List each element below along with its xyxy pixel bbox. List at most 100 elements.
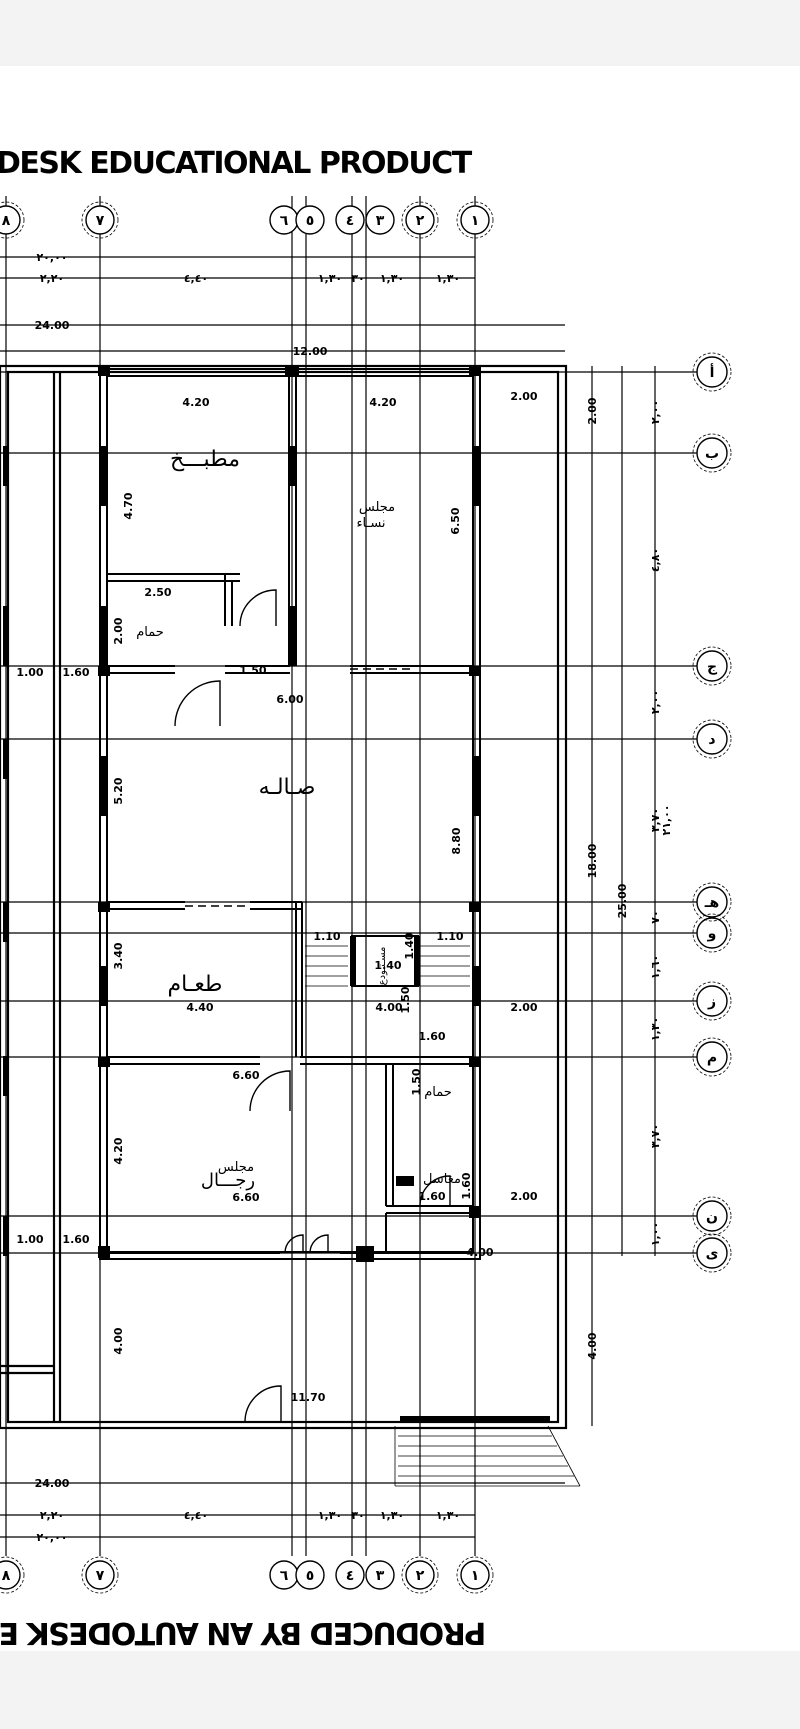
dim-right-3a: ٢,٠٠ [649,400,662,424]
grid-label-col-2-top: ٢ [416,213,425,229]
grid-label-col-3-top: ٣ [376,213,385,229]
inner-dim-20: 4.40 [186,1001,213,1014]
dim-right-1c: 4.00 [586,1332,599,1359]
grid-label-row-z: ز [707,994,716,1010]
grid-label-col-5-top: ٥ [306,213,315,229]
inner-dim-24: 6.60 [232,1069,259,1082]
grid-label-col-8-top: ٨ [2,213,11,229]
inner-dim-32: 1.60 [62,1233,89,1246]
grid-label-col-1-bottom: ١ [471,1568,480,1584]
inner-dim-23: 1.60 [418,1030,445,1043]
dim-top-seg-4: ٣٠ [351,272,364,285]
room-dining: طعـام [168,972,223,997]
dim-top-24: 24.00 [35,319,70,332]
dim-bottom-seg-2: ٤,٤٠ [184,1509,208,1522]
floor-plan: ٨ ٧ ٦ ٥ ٤ ٣ ٢ ١ ٨ ٧ ٦ ٥ ٤ ٣ ٢ ١ أ ب ج د … [0,196,732,1594]
room-sinks: مغاسل [423,1172,461,1187]
inner-dim-27: 6.60 [232,1191,259,1204]
educational-banner-top: DESK EDUCATIONAL PRODUCT [0,146,472,181]
room-bath-1: حمام [136,625,164,640]
grid-label-row-h: هـ [704,895,720,911]
dim-right-3h: ١,٣٠ [649,1017,662,1041]
grid-label-col-7-bottom: ٧ [96,1568,105,1584]
room-bath-2: حمام [424,1085,452,1100]
inner-dim-1: 4.20 [182,396,209,409]
inner-dim-19: 1.50 [399,986,412,1013]
grid-label-row-n: ن [706,1209,718,1225]
room-hall: صـالـه [259,775,316,800]
grid-label-row-a: أ [710,363,715,381]
inner-dim-26: 4.20 [112,1137,125,1164]
grid-label-col-2-bottom: ٢ [416,1568,425,1584]
inner-dim-21: 4.00 [375,1001,402,1014]
grid-label-row-j: ج [707,659,718,675]
dim-top-seg-3: ١,٣٠ [318,272,342,285]
grid-label-col-6-top: ٦ [280,213,289,229]
inner-dim-35: 11.70 [291,1391,326,1404]
room-women-majlis-line1: مجلس [359,500,395,515]
grid-label-col-4-top: ٤ [346,213,355,229]
dim-bottom-seg-5: ١,٣٠ [380,1509,404,1522]
inner-dim-3: 2.00 [510,390,537,403]
inner-dim-7: 2.00 [112,617,125,644]
grid-label-col-6-bottom: ٦ [280,1568,289,1584]
dim-top-total: ٢٠,٠٠ [36,251,67,264]
grid-label-row-m: م [707,1050,717,1066]
inner-dim-29: 1.60 [418,1190,445,1203]
inner-dim-15: 1.10 [313,930,340,943]
inner-dim-30: 2.00 [510,1190,537,1203]
grid-label-col-3-bottom: ٣ [376,1568,385,1584]
room-women-majlis-line2: نسـاء [356,516,385,531]
dim-top-seg-1: ٢,٢٠ [40,272,64,285]
grid-label-col-8-bottom: ٨ [2,1568,11,1584]
dim-bottom-seg-4: ٣٠ [351,1509,364,1522]
grid-label-row-w: و [707,926,717,942]
inner-dim-2: 4.20 [369,396,396,409]
inner-dim-33: 4.00 [466,1246,493,1259]
dim-bottom-24: 24.00 [35,1477,70,1490]
dim-right-3i: ٣,٧٠ [649,1124,662,1148]
grid-label-row-d: د [708,732,715,748]
grid-label-col-5-bottom: ٥ [306,1568,315,1584]
dim-right-3c: ٢,٠٠ [649,690,662,714]
inner-dim-18: 1.10 [436,930,463,943]
dim-right-3b: ٤,٨٠ [649,548,662,572]
room-men-majlis-line2: رجـــال [201,1170,255,1191]
inner-dim-9: 1.00 [16,666,43,679]
inner-dim-11: 6.00 [276,693,303,706]
dim-top-seg-5: ١,٣٠ [380,272,404,285]
dim-right-1b: 18.00 [586,843,599,878]
grid-label-col-1-top: ١ [471,213,480,229]
dim-top-seg-6: ١,٣٠ [436,272,460,285]
dim-bottom-seg-1: ٢,٢٠ [40,1509,64,1522]
dim-bottom-seg-6: ١,٣٠ [436,1509,460,1522]
dim-bottom-seg-3: ١,٣٠ [318,1509,342,1522]
inner-dim-4: 4.70 [122,492,135,519]
dim-right-2a: 25.00 [616,883,629,918]
dim-top-12: 12.00 [293,345,328,358]
grid-label-col-4-bottom: ٤ [346,1568,355,1584]
dim-right-3e: ٢١,٠٠ [660,804,673,835]
inner-dim-13: 8.80 [450,827,463,854]
dim-right-3f: ٧٠ [649,910,662,923]
educational-banner-bottom: PRODUCED BY AN AUTODESK E [0,1615,487,1650]
grid-label-col-7-top: ٧ [96,213,105,229]
dim-top-seg-2: ٤,٤٠ [184,272,208,285]
dim-right-3d: ٣,٧٠ [649,808,662,832]
dim-right-3j: ١,٠٠ [649,1222,662,1246]
inner-dim-10: 1.60 [62,666,89,679]
room-men-majlis-line1: مجلس [218,1160,254,1175]
inner-dim-6: 2.50 [144,586,171,599]
inner-dim-8: 1.50 [239,664,266,677]
room-storage: مسـتـودع [377,947,388,986]
room-kitchen: مطبـــخ [170,447,240,472]
dim-right-1a: 2.00 [586,397,599,424]
dim-right-3g: ١,٦٠ [649,955,662,979]
inner-dim-22: 2.00 [510,1001,537,1014]
drawing-sheet: DESK EDUCATIONAL PRODUCT [0,66,800,1651]
inner-dim-12: 5.20 [112,777,125,804]
grid-label-row-b: ب [705,446,719,462]
grid-label-row-y: ى [706,1246,719,1262]
dim-bottom-total: ٢٠,٠٠ [36,1531,67,1544]
outer-wall [0,364,568,1430]
